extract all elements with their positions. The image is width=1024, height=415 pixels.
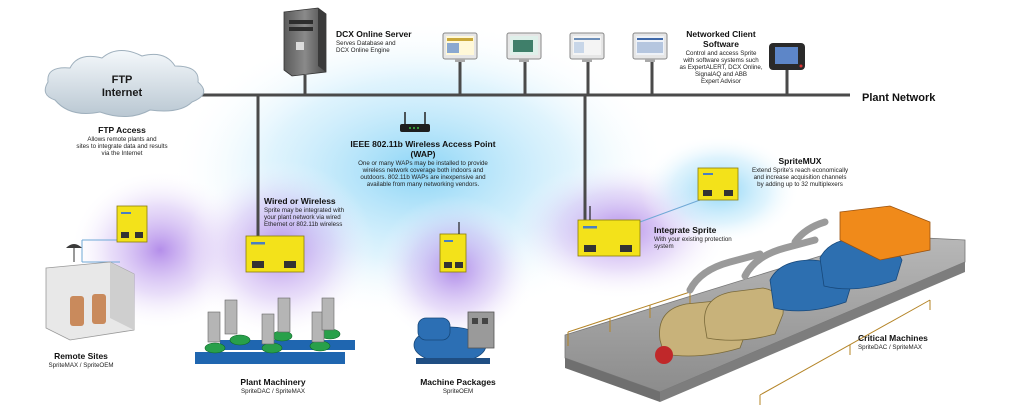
wired-wireless-desc-3: Ethernet or 802.11b wireless <box>264 221 343 229</box>
wap-desc-3: outdoors. 802.11b WAPs are inexpensive a… <box>360 173 486 181</box>
dcx-server-desc-2: DCX Online Engine <box>336 46 390 54</box>
monitor-icon-1 <box>442 32 478 62</box>
client-software-desc-5: Expert Advisor <box>701 78 741 86</box>
plant-machinery-title: Plant Machinery <box>240 377 306 387</box>
wireless-access-point-icon <box>400 112 430 132</box>
ftp-access-desc-3: via the Internet <box>101 150 143 158</box>
remote-sites-title: Remote Sites <box>54 351 108 361</box>
sprite-unit-package <box>439 222 467 273</box>
ftp-access-callout: FTP Access Allows remote plants and site… <box>72 125 172 158</box>
sprite-mux-desc-3: by adding up to 32 multiplexers <box>757 181 843 189</box>
wired-wireless-desc-2: your plant network via wired <box>264 213 341 221</box>
sprite-unit-plant <box>245 235 305 273</box>
wap-desc-2: wireless network coverage both indoors a… <box>362 166 484 174</box>
network-bus <box>150 62 850 238</box>
ftp-cloud-line2: Internet <box>101 86 143 99</box>
monitor-icon-3 <box>569 32 605 62</box>
integrate-sprite-desc-1: With your existing protection <box>654 235 732 243</box>
critical-machines-title: Critical Machines <box>858 333 928 343</box>
client-software-desc-2: with software systems such <box>683 56 759 64</box>
machine-packages-desc: SpriteOEM <box>442 387 474 395</box>
critical-machines-deck <box>564 205 966 405</box>
integrate-sprite-desc-2: system <box>654 242 674 250</box>
critical-machines-desc: SpriteDAC / SpriteMAX <box>858 343 922 351</box>
wap-title: IEEE 802.11b Wireless Access Point (WAP) <box>350 139 496 159</box>
machine-packages-title: Machine Packages <box>420 377 496 387</box>
sprite-unit-integrate <box>577 206 641 257</box>
machine-package-icon <box>413 311 495 364</box>
sprite-mux-callout: SpriteMUX Extend Sprite's reach economic… <box>744 156 856 189</box>
sprite-mux-unit <box>697 167 739 201</box>
machine-packages-callout: Machine Packages SpriteOEM <box>413 377 503 395</box>
ftp-access-title: FTP Access <box>98 125 146 135</box>
plant-machinery-desc: SpriteDAC / SpriteMAX <box>241 387 305 395</box>
client-software-title-2: Software <box>703 38 739 49</box>
wired-wireless-title: Wired or Wireless <box>264 196 336 206</box>
dcx-server-title: DCX Online Server <box>336 29 412 39</box>
integrate-sprite-title: Integrate Sprite <box>654 225 717 235</box>
plant-machinery-icon <box>195 297 355 364</box>
client-software-desc-4: SignalAQ and ABB <box>695 70 747 78</box>
ftp-cloud-line1: FTP <box>111 74 133 86</box>
plant-network-text: Plant Network <box>862 92 936 104</box>
server-icon <box>283 7 327 77</box>
remote-site-building <box>45 244 135 341</box>
handheld-device-icon <box>769 43 805 70</box>
client-software-callout: Networked Client Software Control and ac… <box>675 29 767 86</box>
sprite-mux-title: SpriteMUX <box>778 156 822 166</box>
ftp-access-desc-1: Allows remote plants and <box>87 135 157 143</box>
wired-wireless-callout: Wired or Wireless Sprite may be integrat… <box>264 196 364 229</box>
critical-machines-callout: Critical Machines SpriteDAC / SpriteMAX <box>858 333 968 351</box>
client-software-desc-3: as ExpertALERT, DCX Online, <box>679 63 763 71</box>
client-software-desc-1: Control and access Sprite <box>685 49 757 57</box>
dcx-server-desc-1: Serves Database and <box>336 39 396 47</box>
remote-sites-callout: Remote Sites SpriteMAX / SpriteOEM <box>36 351 126 369</box>
dcx-server-callout: DCX Online Server Serves Database and DC… <box>336 29 446 54</box>
plant-network-label: Plant Network <box>862 88 935 106</box>
wap-desc-1: One or many WAPs may be installed to pro… <box>358 159 488 167</box>
ftp-cloud <box>44 50 205 117</box>
ftp-cloud-label: FTP Internet <box>82 74 162 99</box>
wap-desc-4: available from many networking vendors. <box>366 180 480 188</box>
sprite-mux-desc-1: Extend Sprite's reach economically <box>751 166 849 174</box>
integrate-sprite-callout: Integrate Sprite With your existing prot… <box>654 225 744 250</box>
sprite-unit-remote <box>116 205 148 243</box>
link-lines <box>81 199 701 263</box>
wired-wireless-desc-1: Sprite may be integrated with <box>264 206 345 214</box>
monitor-icon-4 <box>632 32 668 62</box>
ftp-access-desc-2: sites to integrate data and results <box>76 142 168 150</box>
client-software-title-1: Networked Client <box>686 29 756 39</box>
monitor-icon-2 <box>506 32 542 62</box>
remote-sites-desc: SpriteMAX / SpriteOEM <box>48 361 114 369</box>
wap-callout: IEEE 802.11b Wireless Access Point (WAP)… <box>348 139 498 188</box>
sprite-mux-desc-2: and increase acquisition channels <box>753 173 847 181</box>
plant-machinery-callout: Plant Machinery SpriteDAC / SpriteMAX <box>228 377 318 395</box>
